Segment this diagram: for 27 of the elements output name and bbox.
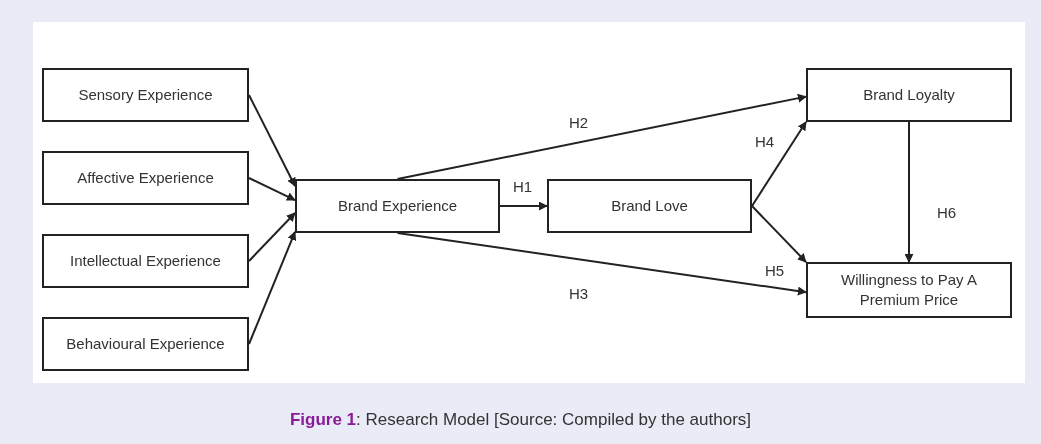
concept-label: Brand Loyalty [862,84,956,105]
figure-caption: Figure 1: Research Model [Source: Compiled by the authors] [289,410,752,430]
arrow [248,94,296,187]
concept-label: Affective Experience [76,167,215,188]
concept-label: Intellectual Experience [69,250,222,271]
concept-label: Brand Love [610,195,689,216]
arrow [248,212,296,262]
concept-label: Sensory Experience [77,84,214,105]
concept-box [547,179,752,233]
concept-box [806,68,1012,122]
arrow [248,177,296,202]
arrow [904,121,914,263]
concept-label: Brand Experience [336,195,459,216]
concept-box [42,234,249,288]
concept-label: Willingness to Pay A Premium Price [840,269,978,310]
arrow [499,201,548,211]
arrow [751,121,807,207]
concept-box [42,317,249,371]
concept-box [42,151,249,205]
concept-box [295,179,500,233]
concept-box [42,68,249,122]
arrow [396,232,807,296]
arrow [751,205,807,263]
concept-label: Behavioural Experience [65,333,226,354]
concept-box [806,262,1012,318]
arrow [248,230,297,345]
arrow [396,93,807,180]
